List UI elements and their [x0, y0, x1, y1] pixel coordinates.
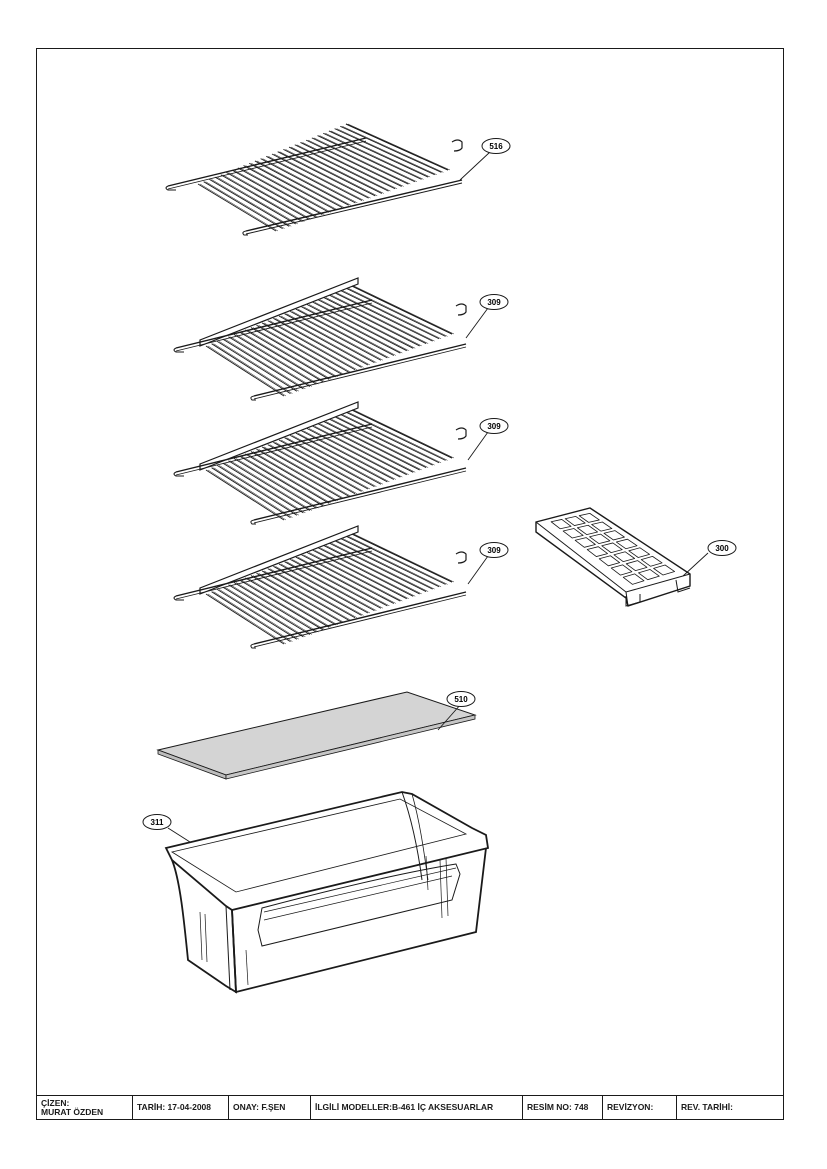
drawn-by-name: MURAT ÖZDEN [41, 1106, 104, 1117]
glass-shelf-510 [156, 691, 477, 780]
title-block-drawn-by: ÇİZEN: MURAT ÖZDEN [37, 1096, 133, 1119]
callout-311: 311 [142, 814, 172, 830]
callout-309-bottom: 309 [479, 542, 509, 558]
date-text: TARİH: 17-04-2008 [137, 1102, 212, 1112]
crisper-drawer-311 [164, 791, 490, 994]
revision-text: REVİZYON: [607, 1102, 654, 1112]
svg-text:516: 516 [489, 142, 503, 151]
drawn-by-label: ÇİZEN: [41, 1097, 70, 1108]
callout-300: 300 [707, 540, 737, 556]
svg-text:309: 309 [487, 298, 501, 307]
wire-shelf-309-bottom [173, 525, 467, 649]
callout-leaders [167, 151, 709, 843]
wire-shelf-309-middle [173, 401, 467, 525]
callout-309-top: 309 [479, 294, 509, 310]
svg-text:300: 300 [715, 544, 729, 553]
wire-shelf-309-top [173, 277, 467, 401]
callout-309-middle: 309 [479, 418, 509, 434]
title-block-drawing-number: RESİM NO: 748 [523, 1096, 603, 1119]
approval-text: ONAY: F.ŞEN [233, 1102, 286, 1112]
drawing-number-text: RESİM NO: 748 [527, 1102, 589, 1112]
svg-text:311: 311 [151, 818, 164, 827]
title-block-revision-date: REV. TARİHİ: [677, 1096, 783, 1119]
callout-516: 516 [481, 138, 511, 154]
title-block: ÇİZEN: MURAT ÖZDEN TARİH: 17-04-2008 ONA… [36, 1095, 784, 1120]
title-block-revision: REVİZYON: [603, 1096, 677, 1119]
title-block-approval: ONAY: F.ŞEN [229, 1096, 311, 1119]
svg-text:510: 510 [454, 695, 468, 704]
models-text: İLGİLİ MODELLER:B-461 İÇ AKSESUARLAR [315, 1102, 494, 1112]
svg-text:309: 309 [487, 546, 501, 555]
callout-510: 510 [446, 691, 476, 707]
title-block-models: İLGİLİ MODELLER:B-461 İÇ AKSESUARLAR [311, 1096, 523, 1119]
title-block-date: TARİH: 17-04-2008 [133, 1096, 229, 1119]
revision-date-text: REV. TARİHİ: [681, 1102, 733, 1112]
wire-shelf-516 [165, 123, 463, 236]
svg-text:309: 309 [487, 422, 501, 431]
ice-tray-300 [535, 507, 691, 607]
